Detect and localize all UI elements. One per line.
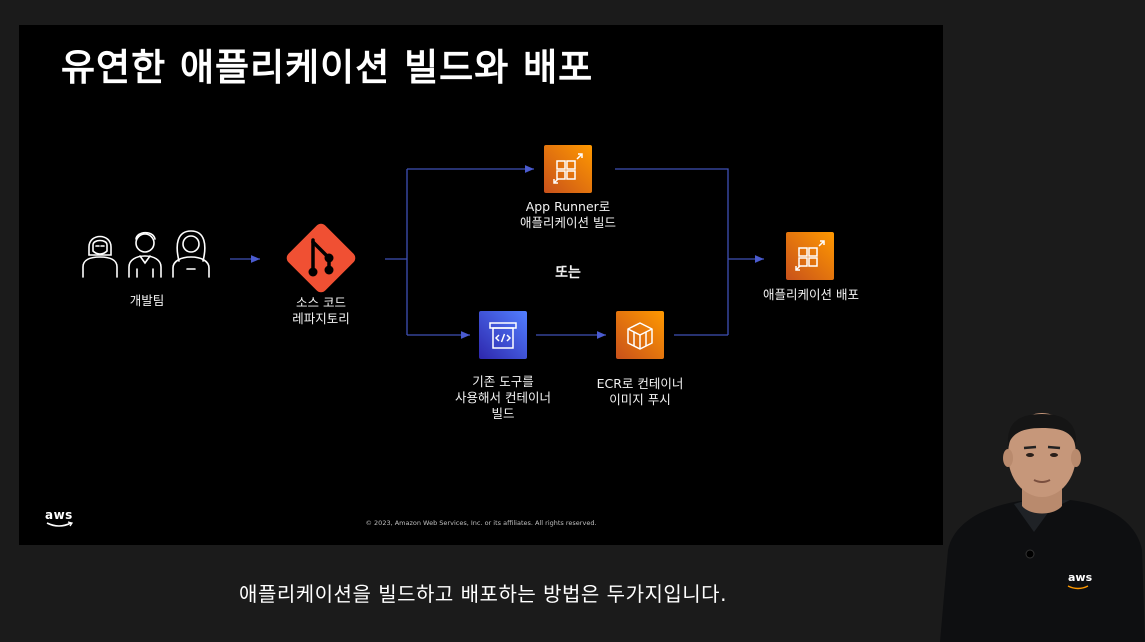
code-build-icon	[479, 311, 527, 359]
ecr-label-line1: ECR로 컨테이너	[574, 376, 706, 392]
deploy-label: 애플리케이션 배포	[739, 287, 883, 303]
repo-label-line2: 레파지토리	[271, 311, 371, 327]
dev-team-icon	[79, 225, 215, 281]
video-subtitle: 애플리케이션을 빌드하고 배포하는 방법은 두가지입니다.	[0, 578, 966, 607]
or-label: 또는	[538, 265, 598, 281]
ecr-icon	[616, 311, 664, 359]
existing-tools-line3: 빌드	[439, 406, 567, 422]
app-runner-label-line2: 애플리케이션 빌드	[494, 215, 642, 231]
copyright-text: © 2023, Amazon Web Services, Inc. or its…	[19, 519, 943, 527]
existing-tools-line1: 기존 도구를	[439, 374, 567, 390]
app-runner-icon	[544, 145, 592, 193]
dev-team-label: 개발팀	[107, 293, 187, 309]
deploy-app-runner-icon	[786, 232, 834, 280]
repo-label-line1: 소스 코드	[271, 295, 371, 311]
existing-tools-line2: 사용해서 컨테이너	[439, 390, 567, 406]
app-runner-label-line1: App Runner로	[494, 199, 642, 215]
diagram-connectors	[19, 25, 943, 545]
ecr-label-line2: 이미지 푸시	[574, 392, 706, 408]
slide: 유연한 애플리케이션 빌드와 배포	[19, 25, 943, 545]
git-icon	[283, 220, 359, 296]
presenter-video: aws	[930, 400, 1145, 642]
shirt-aws-logo: aws	[1068, 571, 1093, 584]
